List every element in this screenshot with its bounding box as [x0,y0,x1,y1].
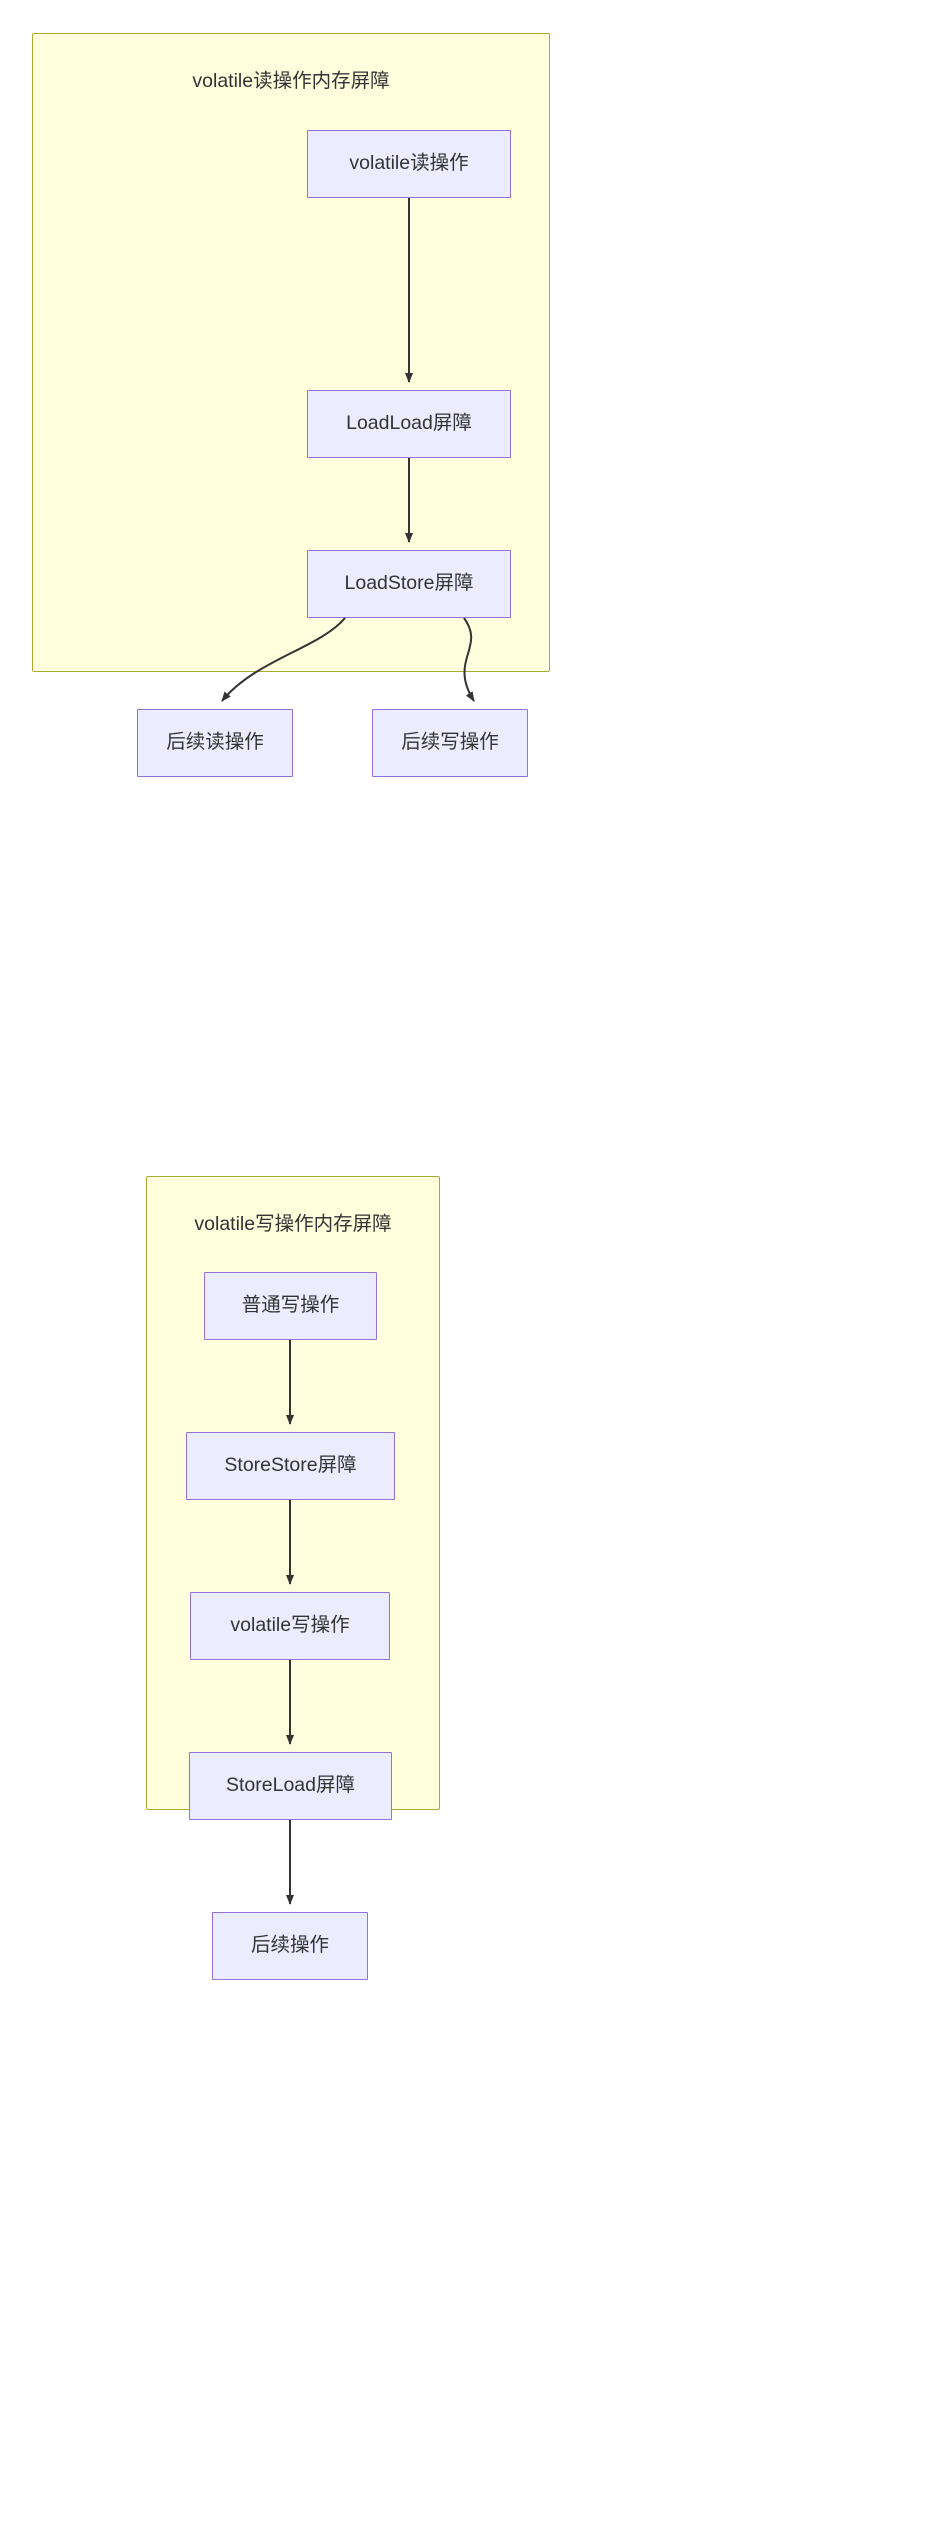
node-loadload-barrier-label: LoadLoad屏障 [346,412,472,435]
cluster-write-barrier-title: volatile写操作内存屏障 [194,1213,392,1235]
node-normal-write-label: 普通写操作 [241,1294,340,1317]
node-volatile-write[interactable]: volatile写操作 [190,1592,390,1660]
node-subsequent-op[interactable]: 后续操作 [212,1912,368,1980]
node-storeload-barrier[interactable]: StoreLoad屏障 [189,1752,392,1820]
node-volatile-read-label: volatile读操作 [349,152,469,175]
node-loadload-barrier[interactable]: LoadLoad屏障 [307,390,511,458]
node-storeload-barrier-label: StoreLoad屏障 [226,1774,355,1797]
node-volatile-read[interactable]: volatile读操作 [307,130,511,198]
node-loadstore-barrier-label: LoadStore屏障 [344,572,474,595]
node-subsequent-read[interactable]: 后续读操作 [137,709,293,777]
node-loadstore-barrier[interactable]: LoadStore屏障 [307,550,511,618]
node-subsequent-op-label: 后续操作 [250,1934,329,1957]
node-volatile-write-label: volatile写操作 [230,1614,350,1637]
node-storestore-barrier-label: StoreStore屏障 [224,1454,357,1477]
node-storestore-barrier[interactable]: StoreStore屏障 [186,1432,395,1500]
node-subsequent-write-label: 后续写操作 [401,731,499,754]
node-subsequent-read-label: 后续读操作 [166,731,264,754]
cluster-read-barrier-title: volatile读操作内存屏障 [192,70,390,92]
node-normal-write[interactable]: 普通写操作 [204,1272,377,1340]
node-subsequent-write[interactable]: 后续写操作 [372,709,528,777]
